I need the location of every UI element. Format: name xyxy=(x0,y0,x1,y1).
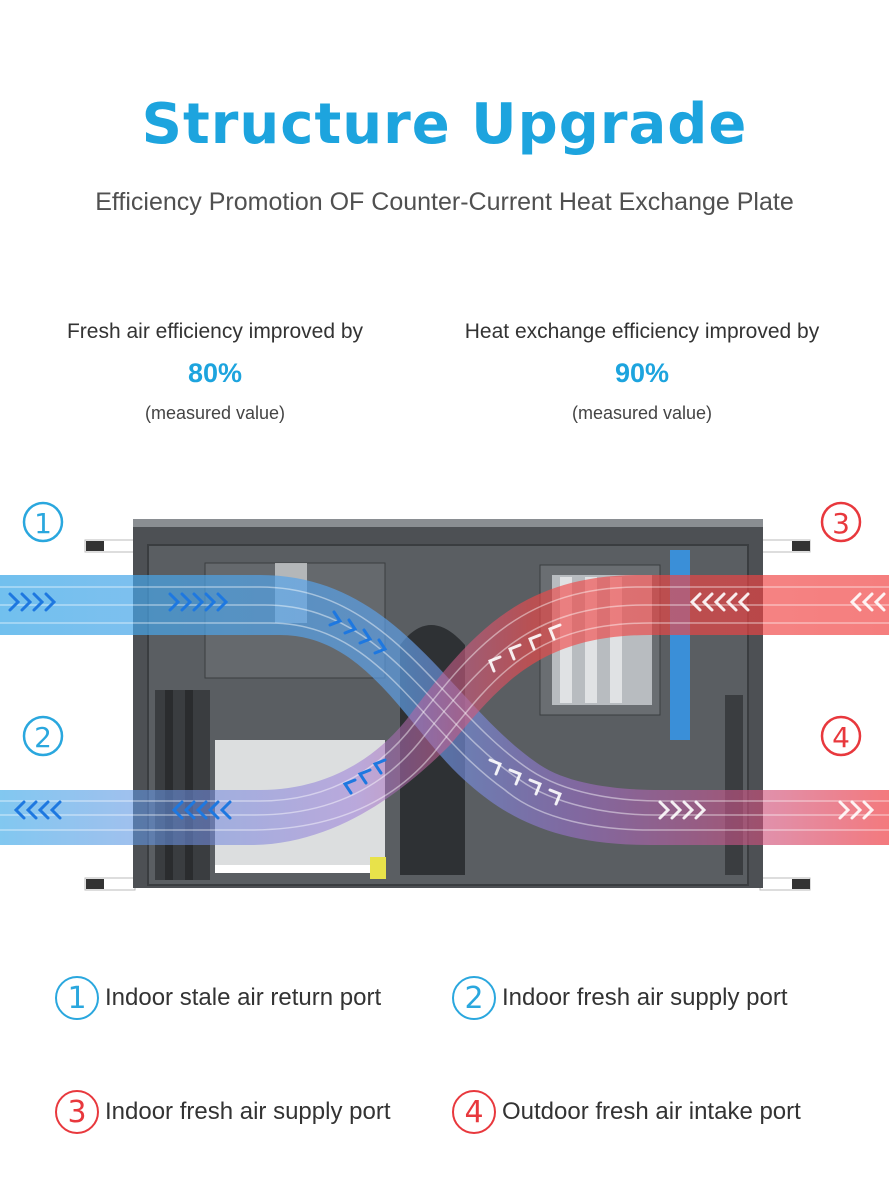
stat-label: Heat exchange efficiency improved by xyxy=(464,320,820,343)
legend-label: Indoor stale air return port xyxy=(105,984,382,1011)
port-number-badge: 1 xyxy=(55,976,99,1020)
stat-value: 90% xyxy=(614,358,670,388)
airflow-streams xyxy=(0,575,889,845)
port-marker-3: 3 xyxy=(820,501,862,543)
port-marker-number: 4 xyxy=(832,721,850,754)
legend-port-3: 3 Indoor fresh air supply port xyxy=(55,1086,390,1138)
stat-label: Fresh air efficiency improved by xyxy=(66,320,364,343)
fresh-air-efficiency-stat: Fresh air efficiency improved by 80% (me… xyxy=(5,320,425,424)
legend-label: Indoor fresh air supply port xyxy=(502,984,788,1011)
heat-exchanger-diagram: 1 2 3 4 xyxy=(0,501,889,891)
legend-port-2: 2 Indoor fresh air supply port xyxy=(452,972,787,1024)
page-subtitle: Efficiency Promotion OF Counter-Current … xyxy=(95,188,794,216)
heat-exchange-efficiency-stat: Heat exchange efficiency improved by 90%… xyxy=(432,320,852,424)
page-title: Structure Upgrade xyxy=(141,92,748,157)
port-marker-4: 4 xyxy=(820,715,862,757)
stat-note: (measured value) xyxy=(144,403,286,423)
legend-label: Indoor fresh air supply port xyxy=(105,1098,391,1125)
port-marker-1: 1 xyxy=(22,501,64,543)
port-number-badge: 4 xyxy=(452,1090,496,1134)
port-number-badge: 3 xyxy=(55,1090,99,1134)
port-marker-number: 2 xyxy=(34,721,52,754)
port-marker-number: 1 xyxy=(34,507,52,540)
port-marker-2: 2 xyxy=(22,715,64,757)
port-number-badge: 2 xyxy=(452,976,496,1020)
port-marker-number: 3 xyxy=(832,507,850,540)
legend-port-1: 1 Indoor stale air return port xyxy=(55,972,381,1024)
legend-label: Outdoor fresh air intake port xyxy=(502,1098,801,1125)
stat-value: 80% xyxy=(187,358,243,388)
stat-note: (measured value) xyxy=(571,403,713,423)
legend-port-4: 4 Outdoor fresh air intake port xyxy=(452,1086,801,1138)
